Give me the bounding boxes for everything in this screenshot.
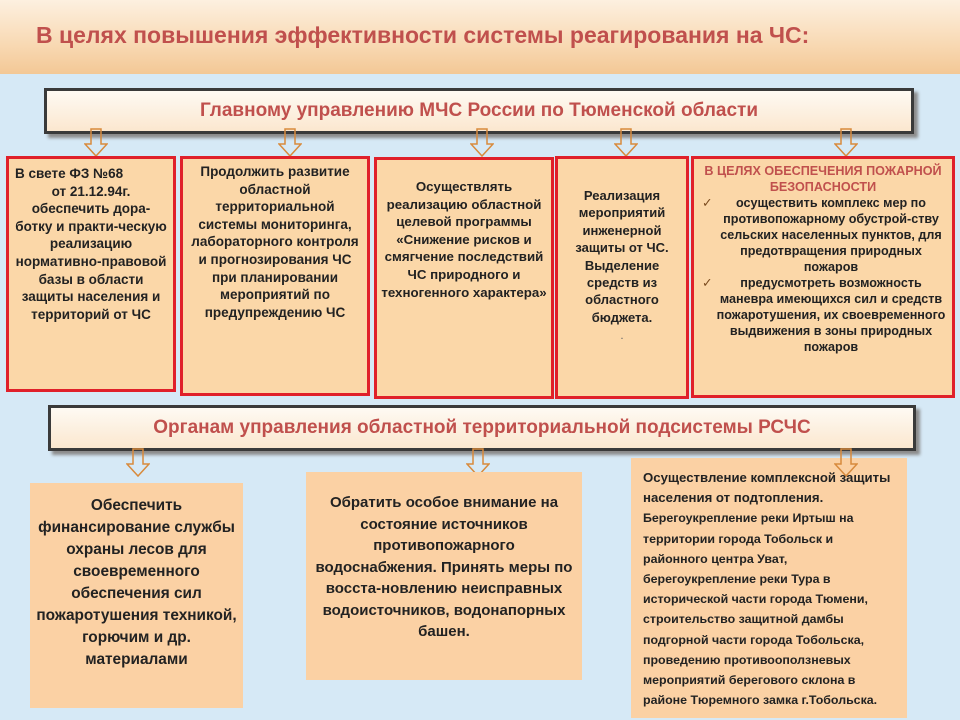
down-arrow-icon — [834, 448, 858, 478]
task-box-flood-protection: Осуществление комплексной защиты населен… — [631, 458, 907, 718]
fire-safety-item-text: осуществить комплекс мер по противопожар… — [720, 196, 942, 274]
list-item: ✓ осуществить комплекс мер по противопожа… — [698, 195, 948, 275]
fire-safety-heading: В ЦЕЛЯХ ОБЕСПЕЧЕНИЯ ПОЖАРНОЙ БЕЗОПАСНОСТ… — [704, 164, 942, 194]
task-box-legal-base-text: от 21.12.94г. обеспечить дора-ботку и пр… — [15, 183, 167, 322]
checkmark-icon: ✓ — [702, 196, 713, 210]
down-arrow-icon — [278, 128, 302, 158]
banner-rschs-authorities: Органам управления областной территориал… — [48, 405, 916, 451]
down-arrow-icon — [470, 128, 494, 158]
checkmark-icon: ✓ — [702, 276, 713, 290]
down-arrow-icon — [126, 448, 150, 478]
task-box-forest-protection: Обеспечить финансирование службы охраны … — [30, 483, 243, 708]
flood-protection-text: Берегоукрепление реки Иртыш на территори… — [643, 511, 878, 708]
task-box-water-supply: Обратить особое внимание на состояние ис… — [306, 472, 582, 680]
down-arrow-icon — [84, 128, 108, 158]
task-box-legal-base-lead: В свете ФЗ №68 — [15, 166, 124, 181]
down-arrow-icon — [614, 128, 638, 158]
down-arrow-icon — [834, 128, 858, 158]
task-box-engineering-dot: . — [620, 332, 624, 342]
task-box-target-program: Осуществлять реализацию областной целево… — [374, 157, 554, 399]
task-box-fire-safety: В ЦЕЛЯХ ОБЕСПЕЧЕНИЯ ПОЖАРНОЙ БЕЗОПАСНОСТ… — [691, 156, 955, 398]
banner-main-directorate: Главному управлению МЧС России по Тюменс… — [44, 88, 914, 134]
page-title: В целях повышения эффективности системы … — [36, 22, 810, 48]
list-item: ✓предусмотреть возможность маневра имеющ… — [698, 275, 948, 355]
flood-protection-lead: Осуществление комплексной защиты населен… — [643, 470, 891, 506]
task-box-legal-base: В свете ФЗ №68 от 21.12.94г. обеспечить … — [6, 156, 176, 392]
title-bar: В целях повышения эффективности системы … — [0, 0, 960, 74]
fire-safety-item-text: предусмотреть возможность маневра имеющи… — [716, 276, 946, 354]
task-box-engineering-protection: Реализация мероприятий инженерной защиты… — [555, 156, 689, 399]
task-box-monitoring: Продолжить развитие областной территориа… — [180, 156, 370, 396]
down-arrow-icon — [466, 448, 490, 478]
task-box-engineering-text: Реализация мероприятий инженерной защиты… — [575, 188, 669, 325]
fire-safety-list: ✓ осуществить комплекс мер по противопожа… — [698, 195, 948, 355]
